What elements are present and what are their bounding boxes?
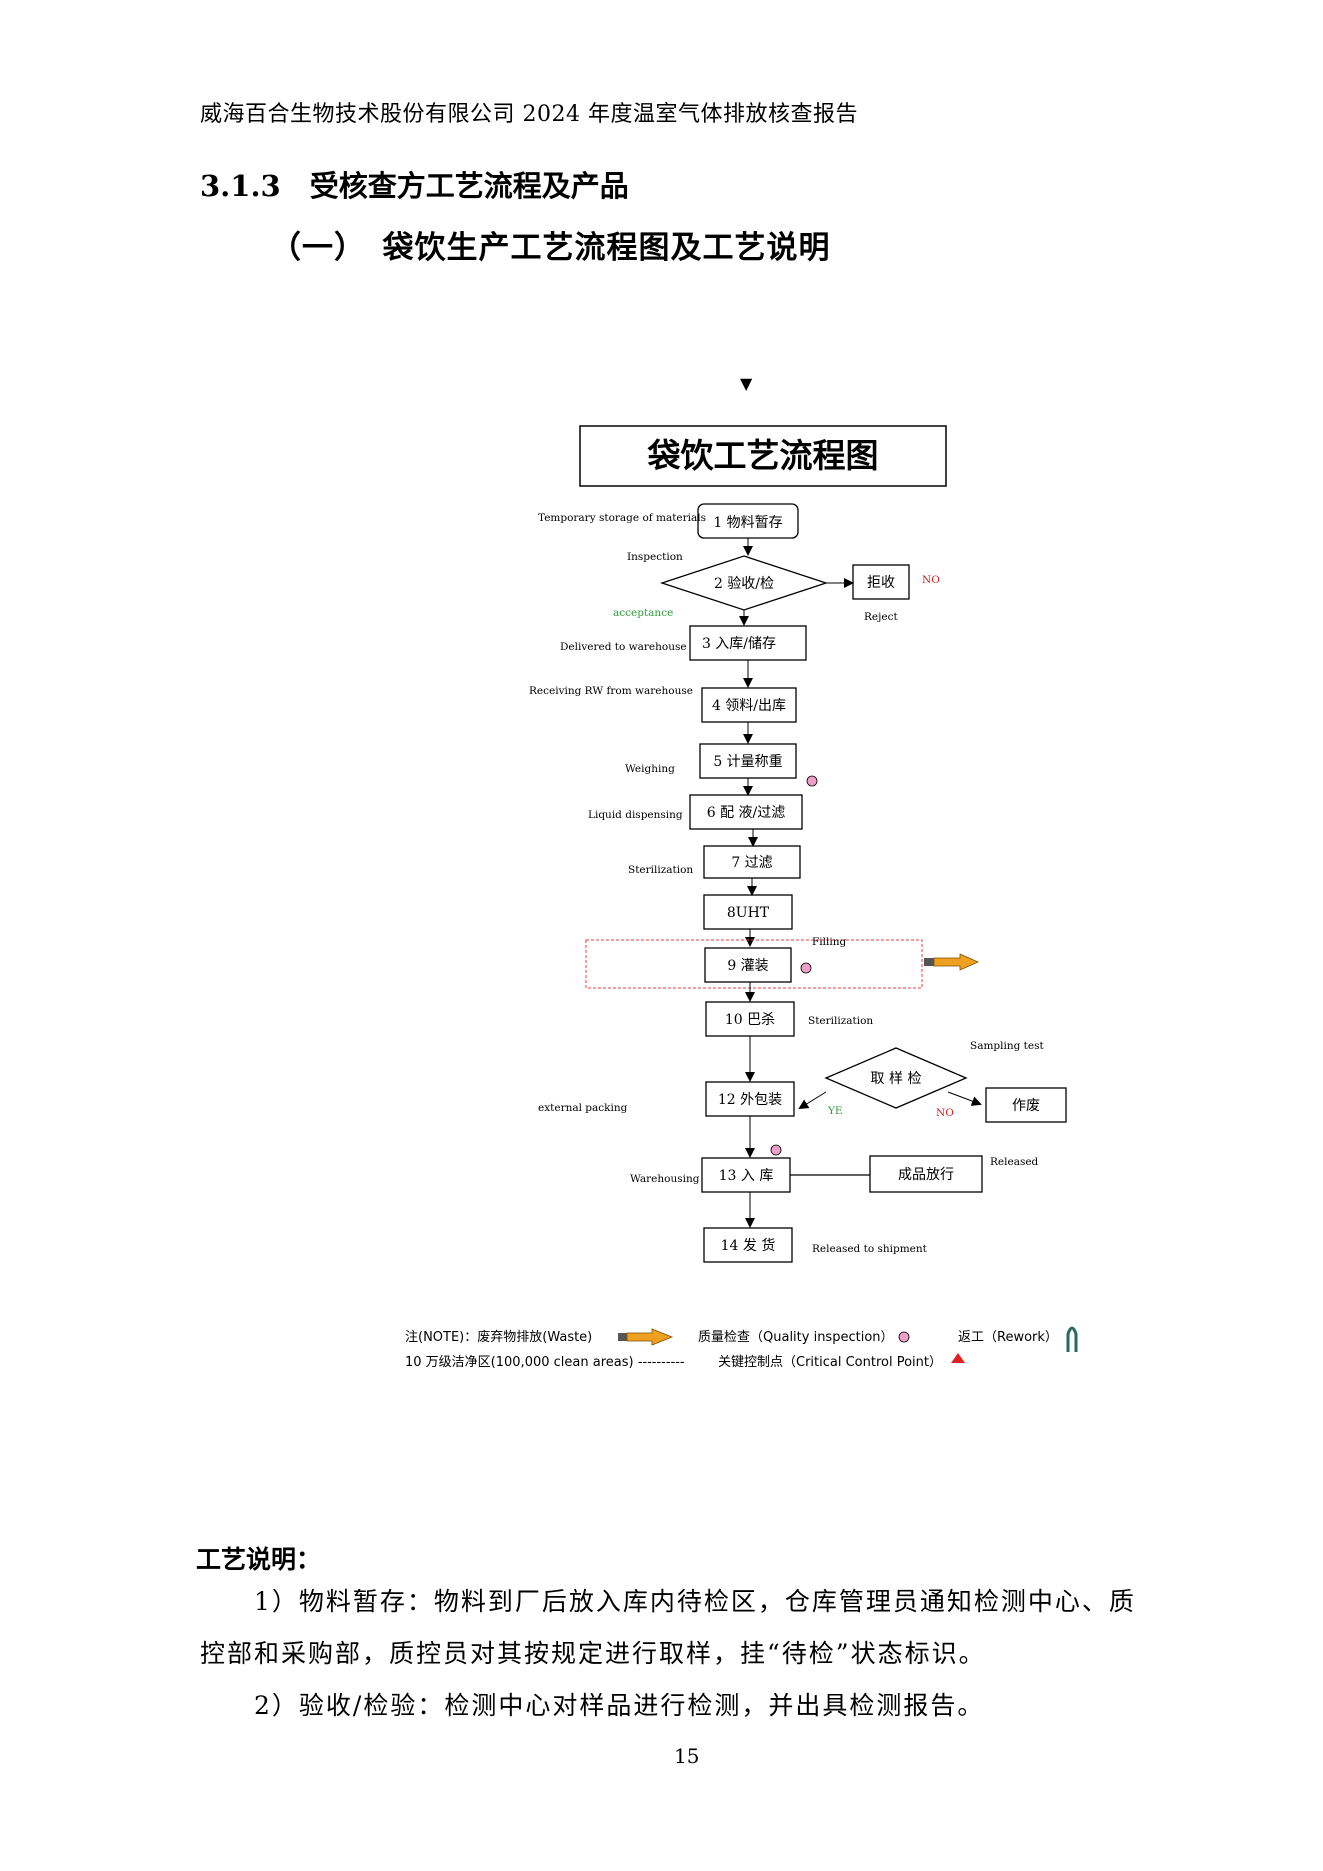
step-1-label: 1 物料暂存 (713, 515, 782, 531)
step-2-label: 2 验收/检 (714, 576, 774, 592)
subsection-heading: （一） 袋饮生产工艺流程图及工艺说明 (270, 230, 831, 266)
paragraph-2: 2）验收/检验：检测中心对样品进行检测，并出具检测报告。 (254, 1691, 985, 1720)
step-3-annotation: Delivered to warehouse (560, 641, 687, 653)
step-8-label: 8UHT (727, 905, 770, 921)
step-7-annotation: Sterilization (628, 864, 693, 876)
reject-annotation: Reject (864, 611, 898, 623)
sampling-annotation: Sampling test (970, 1040, 1044, 1052)
reject-no: NO (922, 574, 940, 586)
paragraph-1-line-1: 1）物料暂存：物料到厂后放入库内待检区，仓库管理员通知检测中心、质 (254, 1587, 1136, 1616)
quality-inspection-dot-5 (806, 775, 818, 787)
reject-label: 拒收 (867, 575, 895, 591)
step-9-annotation: Filling (812, 936, 846, 948)
release-label: 成品放行 (898, 1167, 954, 1183)
acceptance-label: acceptance (613, 607, 673, 619)
section-heading: 3.1.3 受核查方工艺流程及产品 (200, 169, 629, 203)
flowchart-title-box (579, 425, 947, 487)
page-header: 威海百合生物技术股份有限公司 2024 年度温室气体排放核查报告 (200, 102, 858, 127)
step-5-annotation: Weighing (625, 763, 675, 775)
step-5-label: 5 计量称重 (713, 754, 782, 770)
step-2-annotation: Inspection (627, 551, 683, 563)
release-box (869, 1155, 983, 1193)
process-flowchart: 袋饮工艺流程图 1 物料暂存 Temporary storage of mate… (405, 425, 1078, 1370)
step-4-annotation: Receiving RW from warehouse (529, 685, 693, 697)
step-9-box (704, 947, 792, 983)
step-8-box (703, 894, 793, 930)
step-14-annotation: Released to shipment (812, 1243, 928, 1255)
rework-icon (1066, 1326, 1078, 1352)
sampling-label: 取 样 检 (871, 1071, 922, 1087)
sampling-no: NO (936, 1107, 954, 1119)
legend-quality-dot (898, 1331, 910, 1343)
waste-arrow-icon (924, 953, 979, 971)
quality-inspection-dot-9 (800, 962, 812, 974)
step-6-label: 6 配 液/过滤 (707, 805, 786, 821)
step-10-label: 10 巴杀 (725, 1012, 775, 1028)
step-1-annotation: Temporary storage of materials (538, 512, 706, 524)
process-description-heading: 工艺说明： (196, 1545, 322, 1574)
flowchart-title: 袋饮工艺流程图 (647, 436, 879, 475)
legend-quality: 质量检查（Quality inspection） (698, 1330, 894, 1345)
scrap-box (985, 1087, 1067, 1123)
sampling-diamond (824, 1047, 968, 1109)
sampling-yes: YE (827, 1105, 843, 1117)
reject-box (852, 564, 910, 600)
step-14-label: 14 发 货 (721, 1237, 776, 1254)
legend-ccp: 关键控制点（Critical Control Point） (718, 1355, 942, 1370)
step-10-annotation: Sterilization (808, 1015, 873, 1027)
scrap-label: 作废 (1012, 1098, 1040, 1114)
step-12-label: 12 外包装 (718, 1092, 782, 1108)
down-marker-icon: ▼ (740, 374, 753, 393)
legend-waste-arrow-icon (618, 1328, 674, 1346)
release-annotation: Released (990, 1156, 1039, 1168)
step-14-box (703, 1227, 793, 1263)
step-13-label: 13 入 库 (719, 1168, 774, 1184)
step-6-box (689, 794, 803, 830)
step-9-label: 9 灌装 (727, 958, 768, 974)
quality-inspection-dot-12 (770, 1144, 782, 1156)
step-4-box (701, 687, 797, 723)
legend-clean-area: 10 万级洁净区(100,000 clean areas) ---------- (405, 1355, 685, 1370)
clean-area-boundary (585, 939, 923, 989)
legend-rework: 返工（Rework） (958, 1330, 1058, 1345)
step-4-label: 4 领料/出库 (712, 698, 786, 714)
step-3-label: 3 入库/储存 (702, 636, 776, 652)
step-6-annotation: Liquid dispensing (588, 809, 683, 821)
step-13-annotation: Warehousing (630, 1173, 700, 1185)
step-12-annotation: external packing (538, 1102, 628, 1114)
step-7-label: 7 过滤 (731, 855, 772, 871)
legend-ccp-triangle (951, 1353, 965, 1363)
paragraph-1-line-2: 控部和采购部，质控员对其按规定进行取样，挂“待检”状态标识。 (200, 1639, 986, 1668)
page-number: 15 (674, 1744, 700, 1768)
legend-waste: 注(NOTE)：废弃物排放(Waste) (405, 1329, 592, 1345)
